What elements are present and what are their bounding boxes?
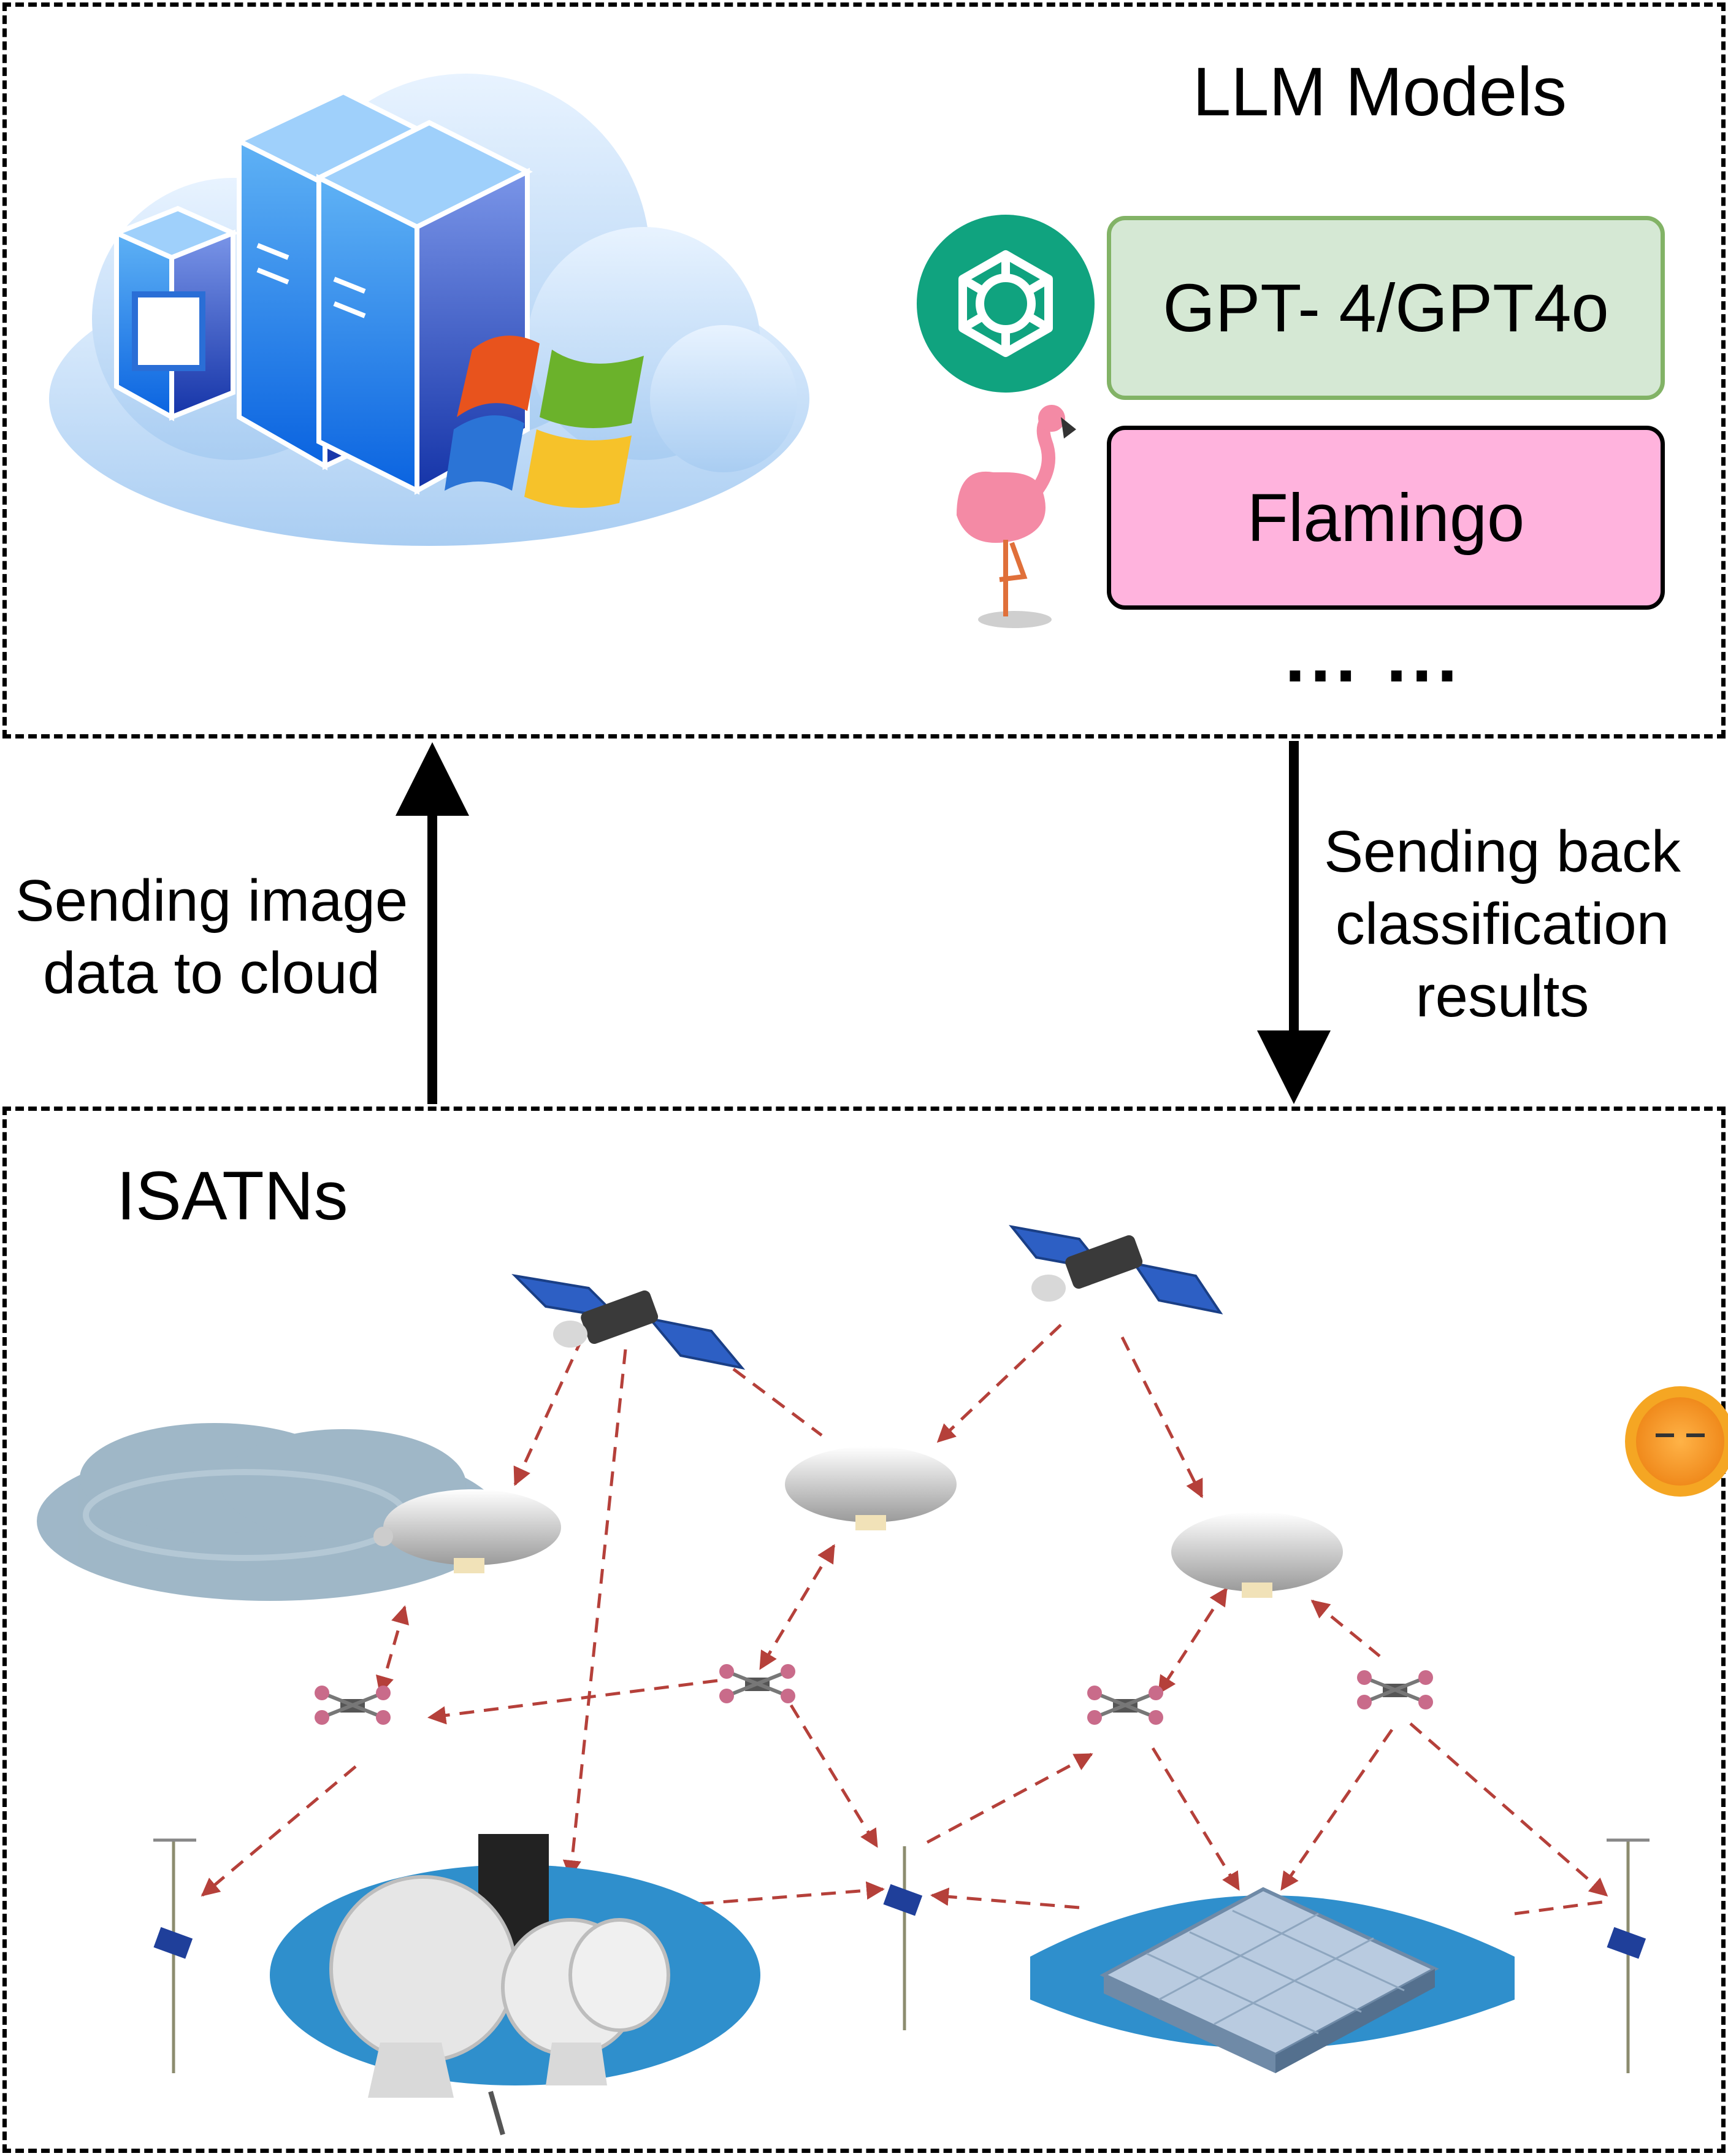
cloud-panel (2, 2, 1726, 738)
cloud-icon (37, 1423, 503, 1601)
windows-logo-icon (445, 336, 644, 508)
airship-icon (373, 1489, 561, 1573)
gpt-model-label: GPT- 4/GPT4o (1163, 270, 1609, 346)
gpt-model-box: GPT- 4/GPT4o (1107, 216, 1665, 400)
drone-icon (719, 1664, 795, 1703)
satellite-icon (511, 1274, 746, 1370)
flamingo-model-box: Flamingo (1107, 426, 1665, 610)
sun-icon (1625, 1386, 1728, 1497)
cloud-server-icon (49, 74, 809, 546)
satellite-icon (1009, 1225, 1223, 1314)
drone-icon (315, 1686, 391, 1725)
ground-station-icon (270, 1834, 760, 2136)
isatn-title: ISATNs (117, 1157, 348, 1234)
sensor-pole-icon (883, 1846, 923, 2030)
openai-logo-icon (917, 215, 1095, 393)
download-arrow-label: Sending back classification results (1324, 819, 1681, 1029)
more-models-ellipsis: ... ... (1285, 615, 1462, 697)
drone-icon (1357, 1670, 1433, 1709)
upload-arrow (396, 742, 469, 1104)
airship-icon (785, 1446, 957, 1530)
upload-arrow-label: Sending image data to cloud (15, 868, 408, 1006)
ground-station-icon (1030, 1887, 1515, 2073)
airship-icon (1171, 1512, 1343, 1598)
sensor-pole-icon (1607, 1838, 1650, 2073)
llm-models-title: LLM Models (1192, 53, 1567, 130)
flamingo-icon (957, 405, 1076, 628)
drone-icon (1087, 1686, 1163, 1725)
isatn-panel (2, 1107, 1726, 2153)
download-arrow (1257, 741, 1331, 1104)
network-links (201, 1324, 1608, 1916)
flamingo-model-label: Flamingo (1247, 480, 1525, 556)
sensor-pole-icon (153, 1838, 196, 2073)
